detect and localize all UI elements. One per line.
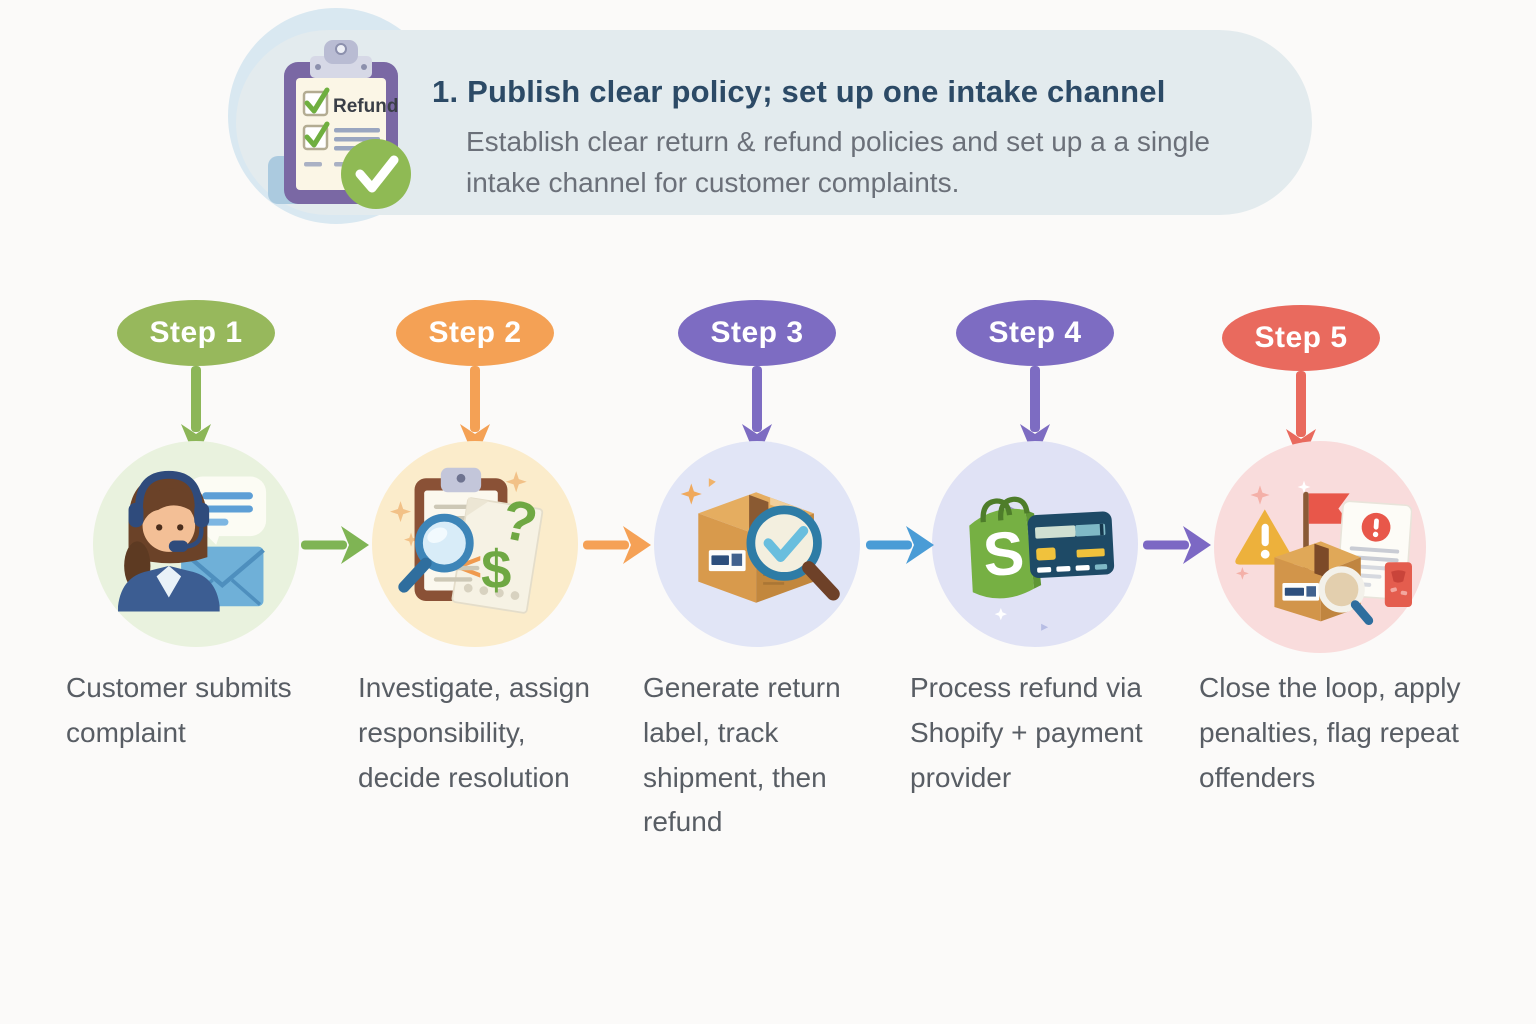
step-4-circle: S — [932, 441, 1138, 647]
shopify-payment-card-icon: S — [969, 496, 1115, 631]
step-1-badge: Step 1 — [117, 300, 275, 366]
svg-text:S: S — [981, 517, 1027, 589]
step-5-caption: Close the loop, apply penalties, flag re… — [1199, 672, 1461, 793]
step-1-caption: Customer submits complaint — [66, 672, 292, 748]
step-4-caption: Process refund via Shopify + payment pro… — [910, 672, 1143, 793]
step-3-caption: Generate return label, track shipment, t… — [643, 672, 841, 838]
step-4-badge: Step 4 — [956, 300, 1114, 366]
refund-checklist-clipboard-icon: Refund — [262, 34, 422, 220]
connector-arrow-1-icon — [301, 526, 369, 564]
header-subtitle: Establish clear return & refund policies… — [466, 126, 1210, 198]
connector-arrow-3-icon — [866, 526, 934, 564]
step-5-badge-label: Step 5 — [1254, 321, 1348, 354]
step-4-badge-label: Step 4 — [988, 316, 1082, 349]
step-5-badge: Step 5 — [1222, 305, 1380, 371]
investigate-clipboard-icon: ? < $ — [390, 467, 544, 614]
step-1-circle — [93, 441, 299, 647]
connector-arrow-4-icon — [1143, 526, 1211, 564]
return-package-tracking-icon — [680, 478, 840, 603]
header-banner — [236, 30, 1312, 215]
step-3-circle — [654, 441, 860, 647]
header-title: 1. Publish clear policy; set up one inta… — [432, 74, 1166, 109]
step-2-caption: Investigate, assign responsibility, deci… — [358, 672, 590, 793]
flag-penalty-report-icon — [1235, 480, 1412, 625]
clipboard-label: Refund — [333, 96, 398, 117]
step-5-circle — [1214, 441, 1426, 653]
step-3-badge: Step 3 — [678, 300, 836, 366]
step-2-circle: ? < $ — [372, 441, 578, 647]
step-1-badge-label: Step 1 — [149, 316, 243, 349]
svg-text:$: $ — [481, 540, 511, 601]
step-2-badge: Step 2 — [396, 300, 554, 366]
step-3-badge-label: Step 3 — [710, 316, 804, 349]
connector-arrow-2-icon — [583, 526, 651, 564]
step-2-badge-label: Step 2 — [428, 316, 522, 349]
support-agent-complaint-icon — [118, 470, 267, 612]
